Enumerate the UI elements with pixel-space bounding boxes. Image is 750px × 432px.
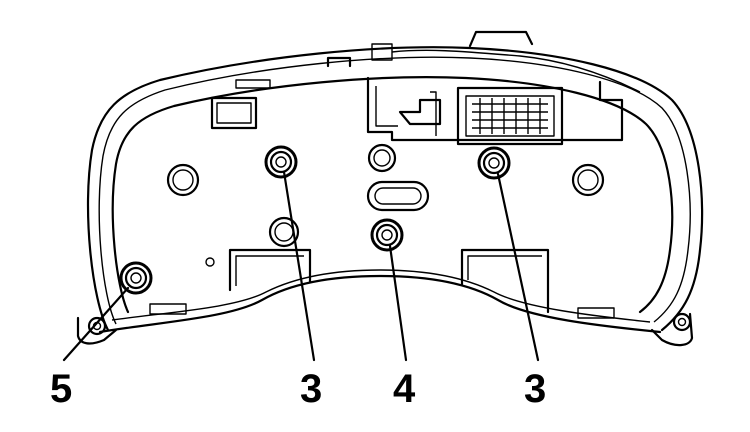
screw-5 <box>119 261 153 295</box>
screw-3-left <box>264 145 298 179</box>
rear-features <box>166 96 605 314</box>
callout-labels: 5 3 4 3 <box>50 367 546 411</box>
leader-line-4 <box>388 244 408 362</box>
housing-outline <box>76 30 704 347</box>
callout-3-left: 3 <box>300 367 322 411</box>
leader-line-3-left <box>282 170 316 362</box>
electrical-connector <box>366 76 624 146</box>
screw-3-right <box>477 146 511 180</box>
screw-4 <box>370 218 404 252</box>
callout-4: 4 <box>393 367 416 411</box>
callout-5: 5 <box>50 367 72 411</box>
callout-3-right: 3 <box>524 367 546 411</box>
leader-line-3-right <box>496 172 540 362</box>
leader-line-5 <box>62 286 130 362</box>
leader-lines <box>62 170 540 362</box>
